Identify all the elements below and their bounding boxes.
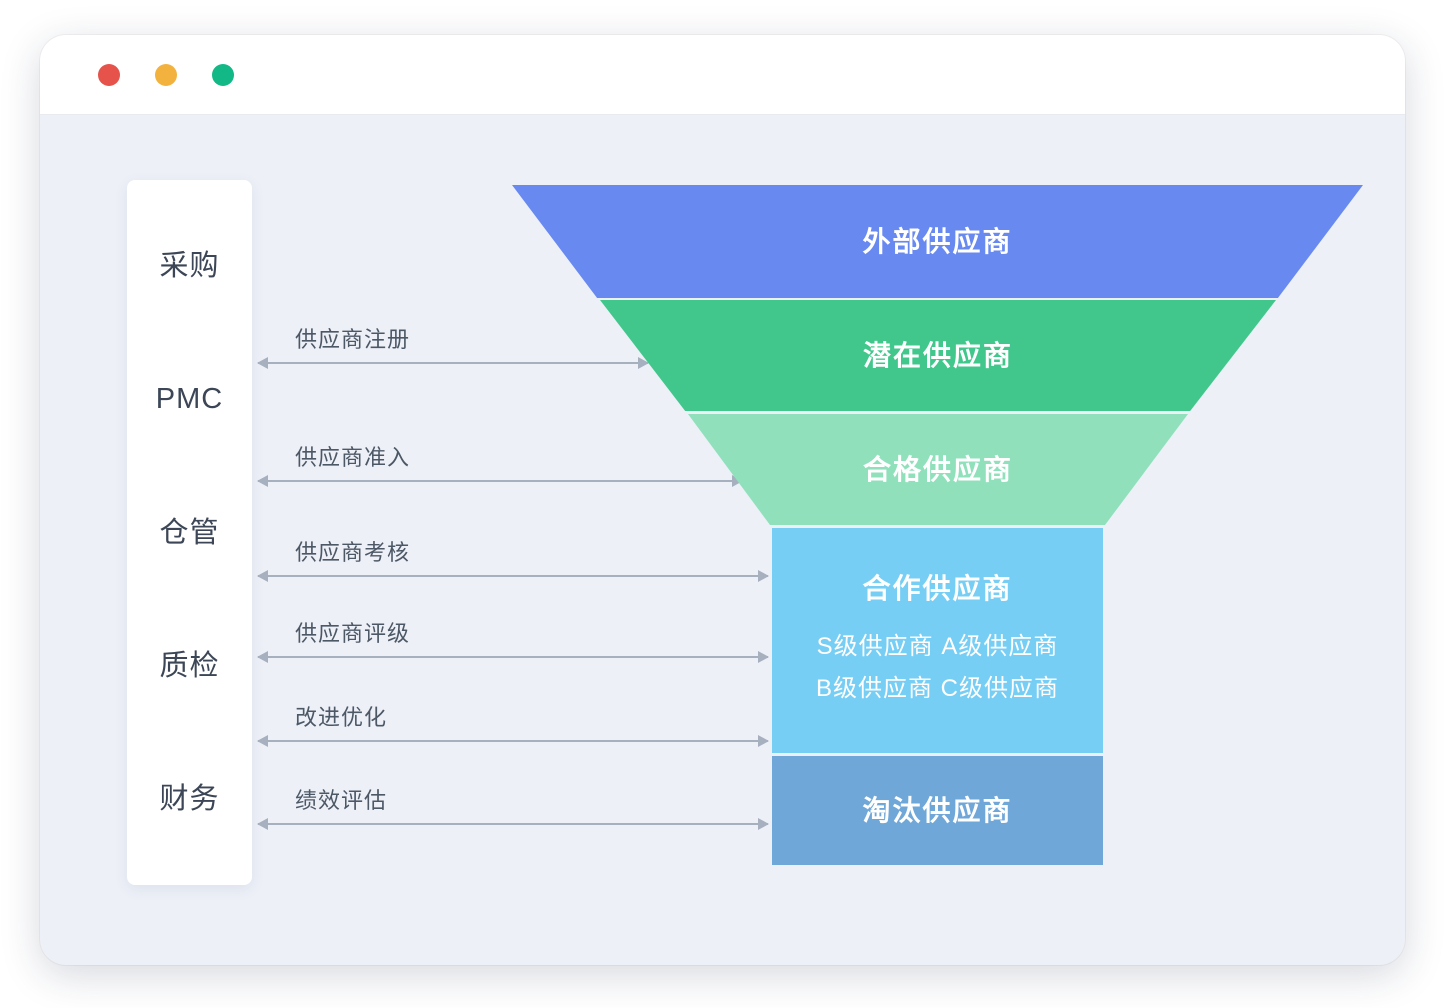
funnel-layer-external: 外部供应商 xyxy=(512,185,1363,298)
process-label: 改进优化 xyxy=(295,705,388,730)
department-item: 财务 xyxy=(159,783,220,815)
process-label: 绩效评估 xyxy=(295,788,388,813)
funnel-layer-qualified: 合格供应商 xyxy=(688,414,1188,525)
process-label: 供应商考核 xyxy=(295,540,411,565)
process-label: 供应商注册 xyxy=(295,327,411,352)
close-window-button[interactable] xyxy=(98,63,120,86)
minimize-window-button[interactable] xyxy=(155,63,177,86)
department-item: 仓管 xyxy=(159,516,220,549)
funnel-layer-label: 淘汰供应商 xyxy=(862,794,1013,826)
double-arrow xyxy=(257,735,769,747)
process-row: 绩效评估 xyxy=(257,788,769,830)
process-label: 供应商评级 xyxy=(295,621,411,646)
department-item: 质检 xyxy=(159,649,220,682)
double-arrow xyxy=(257,357,649,369)
double-arrow xyxy=(257,651,769,663)
process-row: 供应商考核 xyxy=(257,540,769,582)
funnel-layer-label: 合作供应商 xyxy=(862,573,1013,604)
zoom-window-button[interactable] xyxy=(212,63,234,86)
department-item: PMC xyxy=(155,383,224,416)
process-row: 供应商评级 xyxy=(257,621,769,663)
process-label: 供应商准入 xyxy=(295,445,411,470)
funnel-layer-potential: 潜在供应商 xyxy=(600,300,1276,411)
funnel-layer-label: 外部供应商 xyxy=(862,225,1013,257)
department-item: 采购 xyxy=(159,250,220,282)
funnel-layer-label: 潜在供应商 xyxy=(862,339,1013,371)
window-content: 采购 PMC 仓管 质检 财务 供应商注册 供应商准入 供应商考核 供应商评级 … xyxy=(40,115,1405,965)
funnel-layer-eliminated: 淘汰供应商 xyxy=(772,756,1103,865)
app-window: 采购 PMC 仓管 质检 财务 供应商注册 供应商准入 供应商考核 供应商评级 … xyxy=(40,35,1405,965)
funnel-layer-cooperative: 合作供应商 S级供应商 A级供应商 B级供应商 C级供应商 xyxy=(772,528,1103,753)
supplier-grade-line: S级供应商 A级供应商 xyxy=(816,633,1059,660)
double-arrow xyxy=(257,475,743,487)
process-row: 供应商准入 xyxy=(257,445,743,487)
double-arrow xyxy=(257,570,769,582)
departments-panel: 采购 PMC 仓管 质检 财务 xyxy=(127,180,252,885)
process-row: 改进优化 xyxy=(257,705,769,747)
process-row: 供应商注册 xyxy=(257,327,649,369)
supplier-grade-line: B级供应商 C级供应商 xyxy=(815,675,1059,702)
double-arrow xyxy=(257,818,769,830)
funnel-layer-label: 合格供应商 xyxy=(862,453,1013,485)
window-titlebar xyxy=(40,35,1405,115)
